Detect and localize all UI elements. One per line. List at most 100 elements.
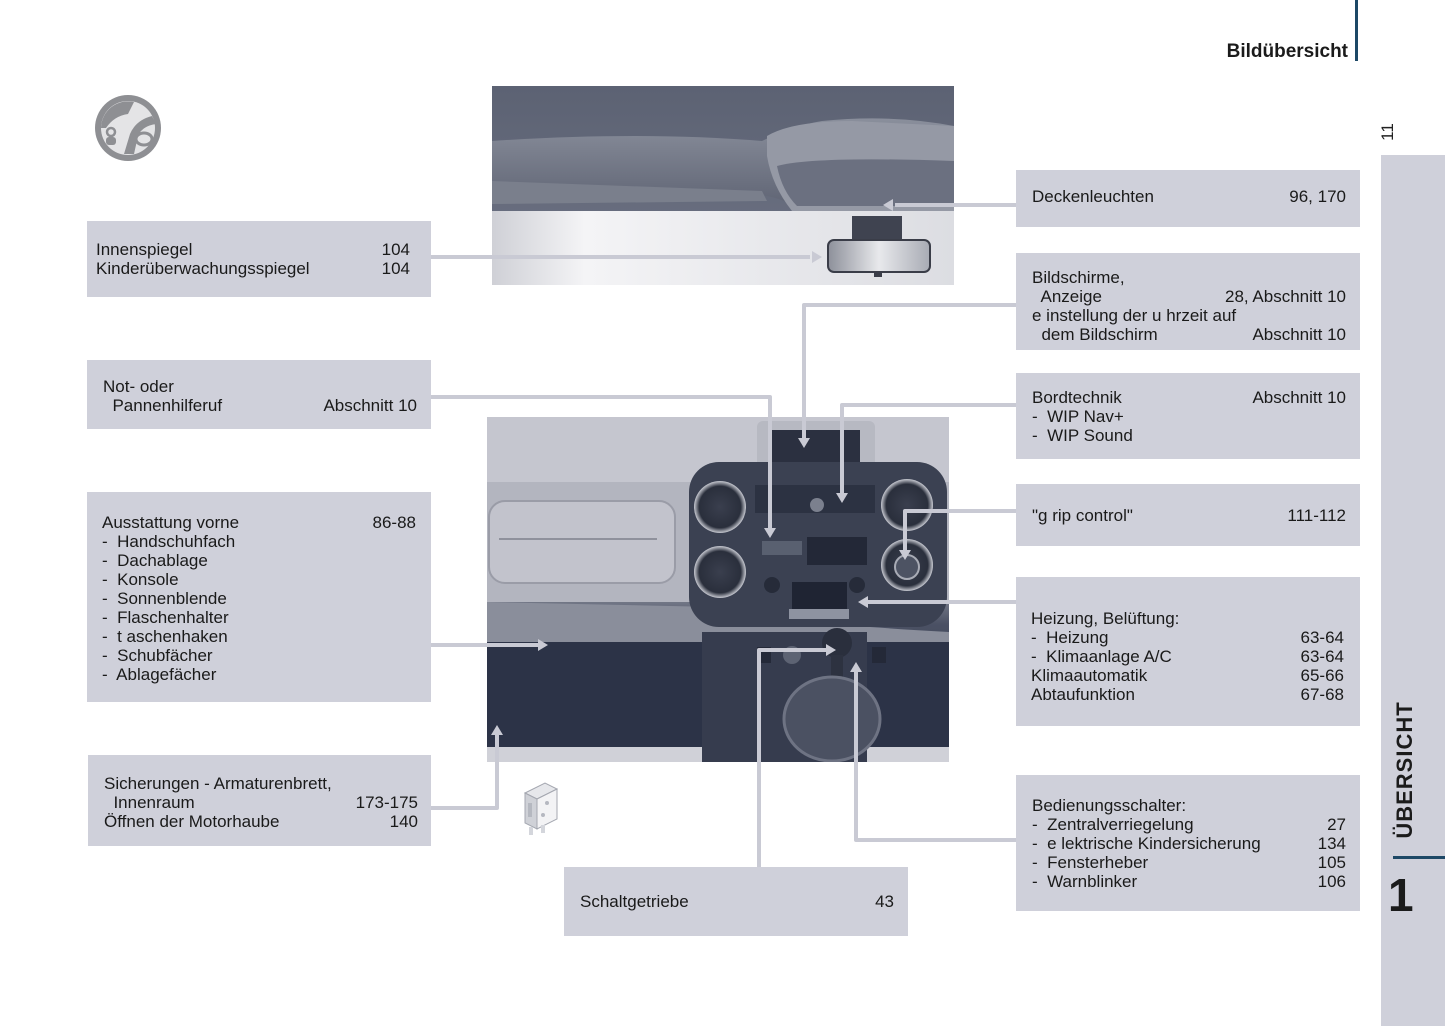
callout-row: Ausstattung vorne 86-88 [102, 513, 416, 532]
callout-row: e instellung der u hrzeit auf [1032, 306, 1346, 325]
callout-interior-mirror: Innenspiegel 104 Kinderüberwachungsspiege… [87, 221, 431, 297]
callout-row: - Sonnenblende [102, 589, 416, 608]
callout-row: Bildschirme, [1032, 268, 1346, 287]
item-label: Not- oder [103, 377, 174, 396]
item-label: Öffnen der Motorhaube [104, 812, 280, 831]
page-ref: Abschnitt 10 [1252, 388, 1346, 407]
callout-row: - Ablagefächer [102, 665, 416, 684]
callout-row: - Fensterheber 105 [1032, 853, 1346, 872]
callout-heating-ventilation: Heizung, Belüftung: - Heizung 63-64 - Kli… [1016, 577, 1360, 726]
page-ref: 27 [1327, 815, 1346, 834]
page-ref: 173-175 [355, 793, 418, 812]
item-label: Heizung, Belüftung: [1031, 609, 1180, 628]
page-ref: 63-64 [1300, 647, 1344, 666]
item-label: Bedienungsschalter: [1032, 796, 1187, 815]
chapter-number: 1 [1388, 869, 1414, 921]
callout-row: - Klimaanlage A/C 63-64 [1031, 647, 1344, 666]
photo-dashboard [487, 417, 949, 762]
item-label: Ausstattung vorne [102, 513, 240, 532]
callout-front-equipment: Ausstattung vorne 86-88 - Handschuhfach -… [87, 492, 431, 702]
item-label: e instellung der u hrzeit auf [1032, 306, 1237, 325]
item-label: - WIP Nav+ [1032, 407, 1124, 426]
callout-row: Schaltgetriebe 43 [580, 892, 894, 911]
chapter-side-tab [1381, 155, 1445, 1026]
item-label: - t aschenhaken [102, 627, 228, 646]
page-ref: Abschnitt 10 [323, 396, 417, 415]
item-label: Abtaufunktion [1031, 685, 1135, 704]
callout-row: "g rip control" 111-112 [1032, 506, 1346, 525]
callout-row: Deckenleuchten 96, 170 [1032, 187, 1346, 206]
item-label: - Fensterheber [1032, 853, 1149, 872]
callout-ceiling-lights: Deckenleuchten 96, 170 [1016, 170, 1360, 227]
item-label: Schaltgetriebe [580, 892, 689, 911]
page-ref: 65-66 [1300, 666, 1344, 685]
page-ref: 96, 170 [1289, 187, 1346, 206]
page-ref: 43 [875, 892, 894, 911]
page-ref: Abschnitt 10 [1252, 325, 1346, 344]
page-ref: 104 [381, 240, 410, 259]
item-label: - Sonnenblende [102, 589, 227, 608]
callout-row: - Dachablage [102, 551, 416, 570]
chapter-tab-divider [1393, 856, 1445, 859]
callout-row: - Konsole [102, 570, 416, 589]
callout-row: - Heizung 63-64 [1031, 628, 1344, 647]
item-label: dem Bildschirm [1032, 325, 1158, 344]
item-label: - Konsole [102, 570, 179, 589]
callout-row: - WIP Sound [1032, 426, 1346, 445]
item-label: - WIP Sound [1032, 426, 1133, 445]
fuse-box-icon [519, 779, 561, 837]
item-label: Deckenleuchten [1032, 187, 1154, 206]
callout-row: Not- oder [103, 377, 417, 396]
callout-row: - Schubfächer [102, 646, 416, 665]
callout-row: dem Bildschirm Abschnitt 10 [1032, 325, 1346, 344]
page-ref: 86-88 [372, 513, 416, 532]
callout-row: Klimaautomatik 65-66 [1031, 666, 1344, 685]
item-label: Innenraum [104, 793, 195, 812]
steering-wheel-child-icon [94, 94, 162, 162]
item-label: - Heizung [1031, 628, 1109, 647]
page-ref: 106 [1317, 872, 1346, 891]
callout-emergency-call: Not- oder Pannenhilferuf Abschnitt 10 [87, 360, 431, 429]
page-number: 11 [1378, 123, 1397, 141]
page-ref: 111-112 [1287, 506, 1346, 525]
page-ref: 105 [1317, 853, 1346, 872]
callout-row: Innenspiegel 104 [96, 240, 410, 259]
callout-row: Abtaufunktion 67-68 [1031, 685, 1344, 704]
callout-row: - Warnblinker 106 [1032, 872, 1346, 891]
page-ref: 28, Abschnitt 10 [1225, 287, 1346, 306]
section-title: Bildübersicht [1226, 41, 1348, 62]
item-label: Pannenhilferuf [103, 396, 223, 415]
callout-row: Pannenhilferuf Abschnitt 10 [103, 396, 417, 415]
item-label: Innenspiegel [96, 240, 193, 259]
item-label: Klimaautomatik [1031, 666, 1148, 685]
page-ref: 63-64 [1300, 628, 1344, 647]
callout-gearbox: Schaltgetriebe 43 [564, 867, 908, 936]
callout-row: Bedienungsschalter: [1032, 796, 1346, 815]
callout-row: Sicherungen - Armaturenbrett, [104, 774, 418, 793]
item-label: Sicherungen - Armaturenbrett, [104, 774, 332, 793]
item-label: Kinderüberwachungsspiegel [96, 259, 310, 278]
item-label: - Klimaanlage A/C [1031, 647, 1172, 666]
page-ref: 140 [389, 812, 418, 831]
callout-row: - WIP Nav+ [1032, 407, 1346, 426]
callout-row: Heizung, Belüftung: [1031, 609, 1344, 628]
item-label: - Schubfächer [102, 646, 213, 665]
item-label: - Dachablage [102, 551, 208, 570]
callout-grip-control: "g rip control" 111-112 [1016, 484, 1360, 546]
photo-roof-console [492, 86, 954, 285]
item-label: Bildschirme, [1032, 268, 1125, 287]
page-ref: 67-68 [1300, 685, 1344, 704]
item-label: - Warnblinker [1032, 872, 1138, 891]
item-label: - Handschuhfach [102, 532, 236, 551]
item-label: "g rip control" [1032, 506, 1133, 525]
item-label: - Flaschenhalter [102, 608, 229, 627]
callout-row: Innenraum 173-175 [104, 793, 418, 812]
callout-row: Öffnen der Motorhaube 140 [104, 812, 418, 831]
callout-row: - t aschenhaken [102, 627, 416, 646]
